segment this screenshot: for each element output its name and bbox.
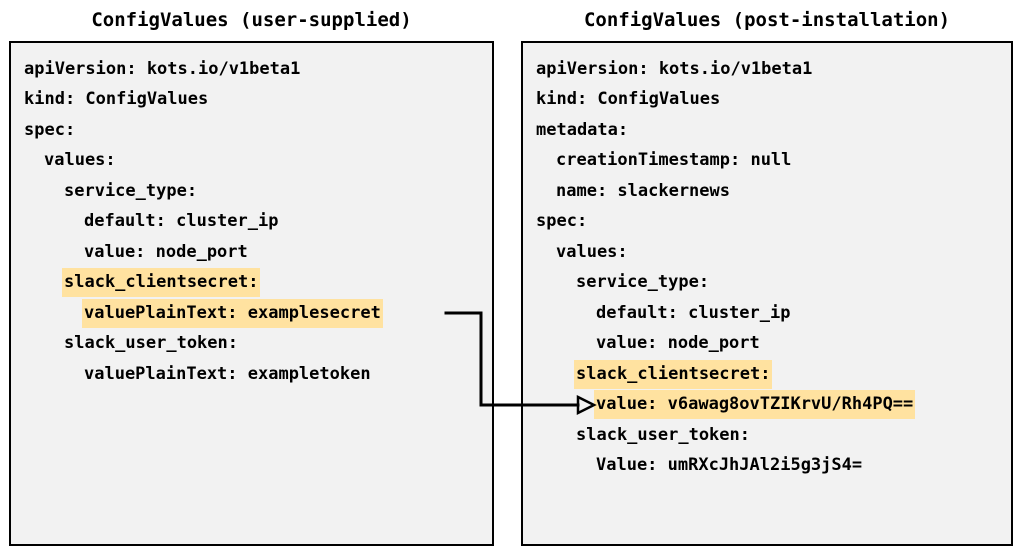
- code-line: kind: ConfigValues: [11, 85, 492, 116]
- code-line: values:: [11, 146, 492, 177]
- code-line: value: node_port: [11, 237, 492, 268]
- code-line-highlighted: slack_clientsecret:: [62, 268, 261, 297]
- left-config-panel: apiVersion: kots.io/v1beta1 kind: ConfigV…: [9, 41, 494, 546]
- code-line: valuePlainText: exampletoken: [11, 359, 492, 390]
- code-line-highlighted: value: v6awag8ovTZIKrvU/Rh4PQ==: [594, 390, 916, 419]
- code-line: slack_clientsecret:: [11, 268, 492, 299]
- code-line-text: slack_user_token:: [576, 424, 750, 445]
- code-line-text: value: node_port: [84, 241, 248, 262]
- code-line-highlighted: slack_clientsecret:: [574, 359, 773, 389]
- code-line-text: values:: [44, 150, 116, 170]
- code-line-text: spec:: [536, 211, 588, 231]
- code-line: apiVersion: kots.io/v1beta1: [523, 54, 1011, 85]
- right-panel-title: ConfigValues (post-installation): [583, 9, 951, 31]
- right-config-panel: apiVersion: kots.io/v1beta1 kind: ConfigV…: [521, 41, 1013, 546]
- right-config-code: apiVersion: kots.io/v1beta1 kind: ConfigV…: [523, 54, 1011, 481]
- code-line: Value: umRXcJhJAl2i5g3jS4=: [523, 451, 1011, 482]
- code-line: service_type:: [523, 268, 1011, 299]
- code-line: spec:: [11, 115, 492, 146]
- code-line-text: default: cluster_ip: [596, 302, 791, 323]
- code-line-text: value: node_port: [596, 333, 760, 353]
- code-line: kind: ConfigValues: [523, 85, 1011, 116]
- code-line: slack_user_token:: [523, 420, 1011, 451]
- code-line-text: name: slackernews: [556, 180, 730, 201]
- code-line: valuePlainText: examplesecret: [11, 298, 492, 329]
- code-line: value: v6awag8ovTZIKrvU/Rh4PQ==: [523, 390, 1011, 421]
- code-line-text: default: cluster_ip: [84, 211, 279, 231]
- left-config-code: apiVersion: kots.io/v1beta1 kind: ConfigV…: [11, 54, 492, 390]
- code-line-text: Value: umRXcJhJAl2i5g3jS4=: [596, 455, 863, 475]
- code-line: spec:: [523, 207, 1011, 238]
- code-line: slack_user_token:: [11, 329, 492, 360]
- code-line-highlighted: valuePlainText: examplesecret: [82, 298, 383, 328]
- code-line-text: apiVersion: kots.io/v1beta1: [536, 58, 813, 79]
- code-line-text: kind: ConfigValues: [536, 89, 721, 109]
- code-line-text: kind: ConfigValues: [24, 89, 209, 109]
- code-line: default: cluster_ip: [523, 298, 1011, 329]
- code-line-text: valuePlainText: exampletoken: [84, 363, 371, 384]
- code-line: slack_clientsecret:: [523, 359, 1011, 390]
- left-panel-title: ConfigValues (user-supplied): [91, 9, 412, 31]
- code-line-text: metadata:: [536, 119, 629, 140]
- code-line: apiVersion: kots.io/v1beta1: [11, 54, 492, 85]
- code-line-text: service_type:: [64, 180, 198, 201]
- code-line: metadata:: [523, 115, 1011, 146]
- code-line: values:: [523, 237, 1011, 268]
- code-line-text: spec:: [24, 119, 76, 140]
- code-line: service_type:: [11, 176, 492, 207]
- code-line-text: service_type:: [576, 272, 710, 292]
- code-line: value: node_port: [523, 329, 1011, 360]
- code-line-text: slack_user_token:: [64, 333, 238, 353]
- code-line-text: creationTimestamp: null: [556, 150, 792, 170]
- code-line: creationTimestamp: null: [523, 146, 1011, 177]
- code-line: default: cluster_ip: [11, 207, 492, 238]
- code-line-text: apiVersion: kots.io/v1beta1: [24, 58, 301, 79]
- code-line: name: slackernews: [523, 176, 1011, 207]
- code-line-text: values:: [556, 241, 628, 262]
